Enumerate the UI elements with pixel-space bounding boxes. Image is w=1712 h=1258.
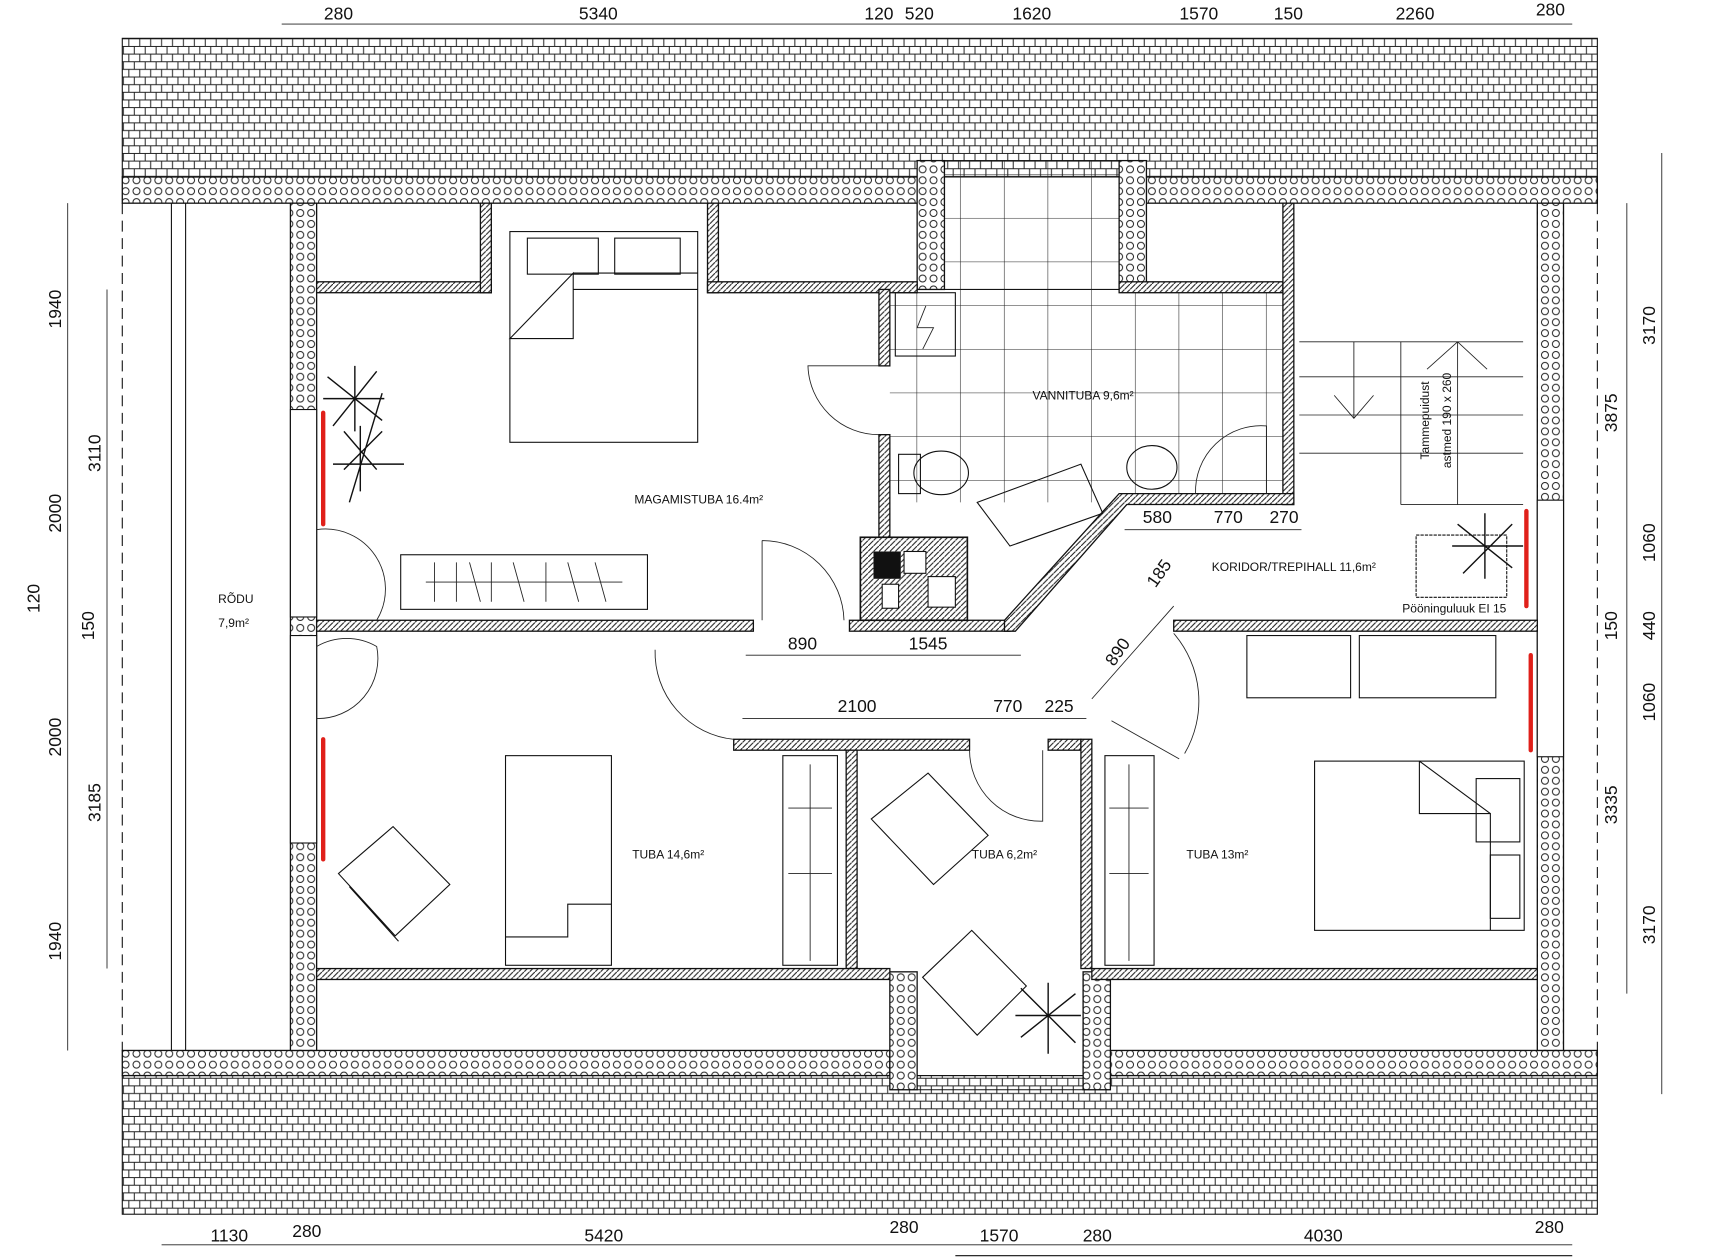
stair-note-1: Tammepuidust [1418,381,1432,460]
dim-text: 280 [324,4,353,24]
eave-wall-bottom-left [121,1049,891,1077]
room-labels: MAGAMISTUBA 16.4m² VANNITUBA 9,6m² KORID… [218,372,1507,861]
attic-hatch-label: Pööninguluuk EI 15 [1402,602,1506,616]
dims-top: 280 5340 120 520 1620 1570 150 2260 280 [324,0,1565,24]
dim-text: 280 [1536,0,1565,19]
dim-text: 150 [1601,611,1621,640]
dim-text: 5420 [584,1226,623,1246]
dim-text: 185 [1142,555,1175,590]
interior-walls [315,202,1538,981]
dim-text: 120 [23,584,43,613]
dormer-bottom-wall-l [889,971,918,1091]
dim-text: 280 [1083,1226,1112,1246]
dims-left: 1940 3110 2000 120 150 2000 3185 1940 [23,289,104,960]
dim-text: 1570 [1179,4,1218,24]
dim-text: 120 [864,4,893,24]
dim-text: 3170 [1639,905,1659,944]
dim-text: 3875 [1601,393,1621,432]
room-area-rodu: 7,9m² [218,616,249,630]
window-marks [321,410,1533,862]
roof-bottom [121,1075,1598,1215]
dim-text: 3110 [84,434,104,472]
wall-left [289,202,318,1052]
dim-text: 890 [1101,634,1134,670]
stove [859,536,969,622]
dim-text: 3170 [1639,306,1659,345]
room-label-koridor: KORIDOR/TREPIHALL 11,6m² [1212,560,1376,574]
room-label-tuba-2: TUBA 6,2m² [972,847,1037,861]
dim-text: 280 [889,1217,918,1237]
dim-text: 270 [1269,507,1298,527]
dims-right: 3170 3875 1060 150 440 1060 3335 3170 [1601,306,1659,945]
dormer-top-wall-r [1118,159,1148,291]
dims-bottom: 1130 280 5420 280 1570 280 4030 280 [211,1217,1565,1246]
dimension-lines [67,23,1663,1246]
dim-text: 5340 [579,4,618,24]
stair-note-2: astmed 190 x 260 [1440,372,1454,468]
dim-text: 3185 [84,783,104,822]
dim-text: 890 [788,634,817,654]
dim-text: 150 [1274,4,1303,24]
roof-top [121,37,1598,178]
eave-wall-top-left [121,176,918,204]
eave-wall-top-right [1145,176,1599,204]
dormer-bottom-wall-r [1082,971,1112,1091]
dim-text: 1940 [45,922,65,961]
dim-text: 770 [1214,507,1243,527]
dim-text: 1060 [1639,682,1659,721]
balcony [121,203,1598,1051]
dim-text: 770 [993,696,1022,716]
dim-text: 3335 [1601,785,1621,824]
doors [316,365,1267,822]
dim-text: 520 [905,4,934,24]
room-label-vannituba: VANNITUBA 9,6m² [1033,389,1134,403]
dim-text: 280 [1535,1217,1564,1237]
dim-text: 4030 [1304,1226,1343,1246]
dormer-top-wall-l [916,159,946,291]
dim-text: 225 [1045,696,1074,716]
room-label-rodu: RÕDU [218,591,253,606]
room-label-magamistuba: MAGAMISTUBA 16.4m² [634,492,763,506]
eave-wall-bottom-right [1109,1049,1599,1077]
room-label-tuba-3: TUBA 13m² [1186,847,1248,861]
dim-text: 2000 [45,717,65,756]
dim-text: 1570 [980,1226,1019,1246]
furniture [337,231,1525,1036]
dim-text: 1940 [45,289,65,328]
dim-text: 580 [1143,507,1172,527]
dim-text: 150 [78,611,98,640]
dim-text: 280 [292,1221,321,1241]
dim-text: 2100 [838,696,877,716]
dim-text: 2000 [45,494,65,533]
room-label-tuba-1: TUBA 14,6m² [632,847,704,861]
dim-text: 440 [1639,611,1659,640]
dim-text: 1620 [1012,4,1051,24]
dim-text: 1060 [1639,523,1659,562]
dim-text: 2260 [1396,4,1435,24]
dim-text: 1130 [211,1226,249,1246]
dim-text: 1545 [909,634,948,654]
plant-icons [323,365,1524,1054]
dormer-top-floor [943,160,1120,290]
